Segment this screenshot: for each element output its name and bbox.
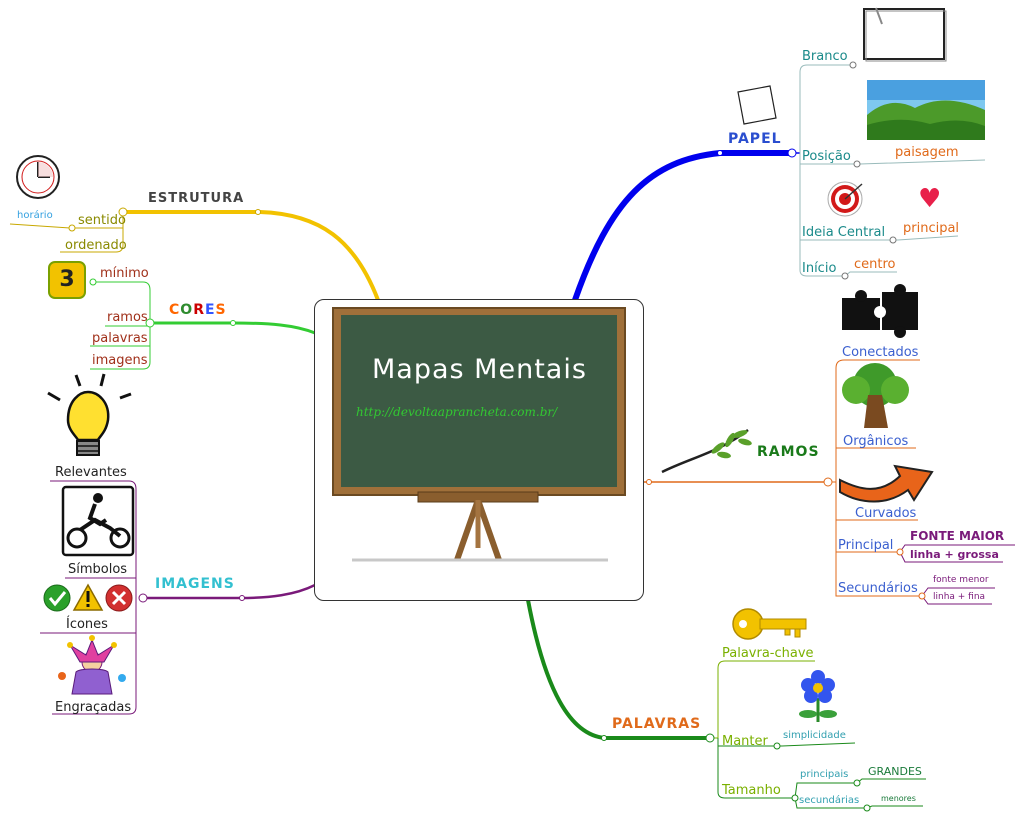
cores-imagens[interactable]: imagens <box>92 353 148 368</box>
estrutura-sentido[interactable]: sentido <box>78 213 126 228</box>
ramos-curvados[interactable]: Curvados <box>855 506 917 521</box>
cores-letter-2: O <box>180 302 194 318</box>
imagens-engracadas[interactable]: Engraçadas <box>55 700 132 715</box>
ramos-linha-fina[interactable]: linha + fina <box>933 592 986 602</box>
ramos-fonte-maior[interactable]: FONTE MAIOR <box>910 529 1005 543</box>
ramos-organicos[interactable]: Orgânicos <box>843 434 909 449</box>
number-three-badge: 3 <box>48 261 86 299</box>
central-title: Mapas Mentais <box>372 354 587 385</box>
papel-branco[interactable]: Branco <box>802 49 848 64</box>
palavras-menores[interactable]: menores <box>881 794 916 803</box>
palavras-manter[interactable]: Manter <box>722 734 768 749</box>
palavras-label[interactable]: PALAVRAS <box>612 716 702 732</box>
cores-letter-4: E <box>204 302 216 318</box>
cores-ramos[interactable]: ramos <box>107 310 148 325</box>
ramos-conectados[interactable]: Conectados <box>842 345 919 360</box>
cores-letter-5: S <box>215 302 227 318</box>
papel-posicao[interactable]: Posição <box>802 149 851 164</box>
heart-icon: ♥ <box>918 184 942 214</box>
ramos-label[interactable]: RAMOS <box>757 444 820 460</box>
palavras-principais[interactable]: principais <box>800 769 849 780</box>
cores-letter-1: C <box>169 302 181 318</box>
estrutura-label[interactable]: ESTRUTURA <box>148 191 245 206</box>
ramos-fonte-menor[interactable]: fonte menor <box>933 575 989 585</box>
papel-paisagem[interactable]: paisagem <box>895 145 959 160</box>
branch-palavras-line <box>526 599 710 740</box>
ramos-principal[interactable]: Principal <box>838 538 894 553</box>
branch-estrutura-line <box>123 210 380 301</box>
cores-label[interactable]: CORES <box>169 303 227 317</box>
palavras-secundarias[interactable]: secundárias <box>799 795 860 806</box>
palavras-tamanho[interactable]: Tamanho <box>722 783 781 798</box>
palavras-simplicidade[interactable]: simplicidade <box>783 730 846 741</box>
imagens-icones[interactable]: Ícones <box>66 617 108 632</box>
papel-inicio[interactable]: Início <box>802 261 837 276</box>
branch-papel-line <box>572 150 792 301</box>
papel-ideia-central[interactable]: Ideia Central <box>802 225 886 240</box>
imagens-simbolos[interactable]: Símbolos <box>68 562 128 577</box>
cores-letter-3: R <box>193 302 205 318</box>
imagens-relevantes[interactable]: Relevantes <box>55 465 127 480</box>
estrutura-ordenado[interactable]: ordenado <box>65 238 127 253</box>
papel-centro[interactable]: centro <box>854 257 896 272</box>
ramos-secundarios[interactable]: Secundários <box>838 581 918 596</box>
imagens-label[interactable]: IMAGENS <box>155 576 235 592</box>
cores-minimo[interactable]: mínimo <box>100 266 149 281</box>
central-url: http://devoltaaprancheta.com.br/ <box>356 405 558 419</box>
ramos-linha-grossa[interactable]: linha + grossa <box>910 548 999 561</box>
palavras-palavra-chave[interactable]: Palavra-chave <box>722 646 814 661</box>
estrutura-horario[interactable]: horário <box>17 210 53 221</box>
papel-label[interactable]: PAPEL <box>728 131 782 147</box>
palavras-grandes[interactable]: GRANDES <box>868 765 922 778</box>
cores-palavras[interactable]: palavras <box>92 331 148 346</box>
papel-principal[interactable]: principal <box>903 221 960 236</box>
